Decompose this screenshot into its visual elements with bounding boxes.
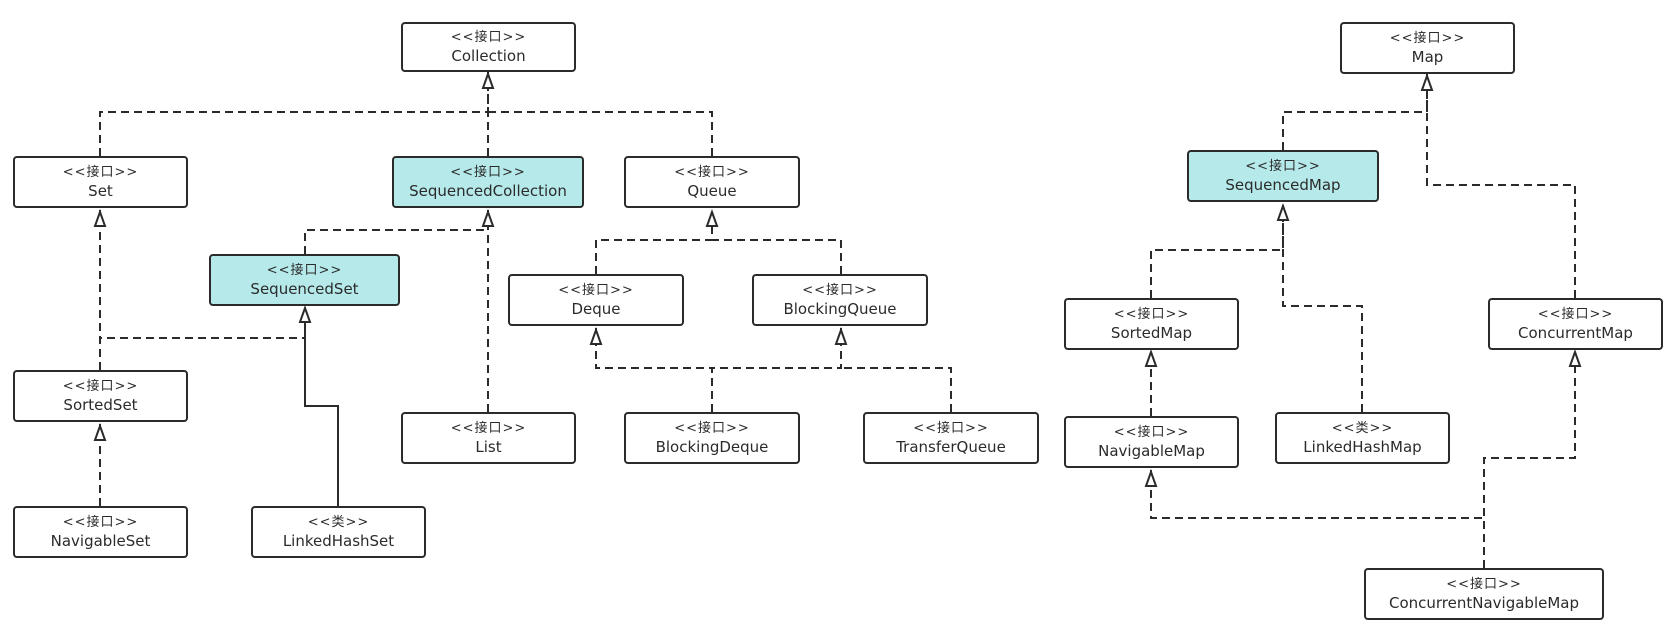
node-navigable-map: <<接口>> NavigableMap bbox=[1064, 416, 1239, 468]
node-navigable-set: <<接口>> NavigableSet bbox=[13, 506, 188, 558]
arrowhead-bq bbox=[834, 327, 848, 345]
interface-name: Deque bbox=[571, 300, 621, 318]
stereotype-label: <<类>> bbox=[307, 515, 370, 530]
node-sorted-map: <<接口>> SortedMap bbox=[1064, 298, 1239, 350]
arrowhead-navmap bbox=[1144, 469, 1158, 487]
edge-bdeque-bq bbox=[711, 328, 842, 412]
stereotype-label: <<接口>> bbox=[62, 515, 139, 530]
interface-name: TransferQueue bbox=[896, 438, 1006, 456]
stereotype-label: <<接口>> bbox=[450, 165, 526, 180]
interface-name: Queue bbox=[687, 182, 737, 200]
arrowhead-collection bbox=[481, 71, 495, 89]
node-concurrent-map: <<接口>> ConcurrentMap bbox=[1488, 298, 1663, 350]
node-blocking-queue: <<接口>> BlockingQueue bbox=[752, 274, 928, 326]
stereotype-label: <<接口>> bbox=[558, 283, 634, 298]
arrowhead-deque bbox=[589, 327, 603, 345]
interface-name: ConcurrentMap bbox=[1518, 324, 1633, 342]
arrowhead-seqcoll bbox=[481, 209, 495, 227]
node-deque: <<接口>> Deque bbox=[508, 274, 684, 326]
interface-name: SequencedSet bbox=[250, 280, 359, 298]
interface-name: NavigableSet bbox=[50, 532, 151, 550]
edge-lhs-seqset bbox=[304, 308, 339, 506]
interface-name: NavigableMap bbox=[1098, 442, 1205, 460]
edge-tq-bq bbox=[841, 367, 952, 412]
edge-concmap-map bbox=[1426, 74, 1576, 298]
node-sequenced-collection: <<接口>> SequencedCollection bbox=[392, 156, 584, 208]
arrowhead-seqset bbox=[298, 305, 312, 323]
node-linked-hash-set: <<类>> LinkedHashSet bbox=[251, 506, 426, 558]
node-blocking-deque: <<接口>> BlockingDeque bbox=[624, 412, 800, 464]
node-sorted-set: <<接口>> SortedSet bbox=[13, 370, 188, 422]
interface-name: SequencedCollection bbox=[409, 182, 567, 200]
edge-lhm-seqmap bbox=[1282, 205, 1363, 412]
node-transfer-queue: <<接口>> TransferQueue bbox=[863, 412, 1039, 464]
stereotype-label: <<接口>> bbox=[674, 421, 750, 436]
stereotype-label: <<接口>> bbox=[266, 263, 343, 278]
interface-name: ConcurrentNavigableMap bbox=[1388, 594, 1579, 612]
node-sequenced-set: <<接口>> SequencedSet bbox=[209, 254, 400, 306]
arrowhead-map bbox=[1420, 73, 1434, 91]
class-name: LinkedHashMap bbox=[1303, 438, 1422, 456]
interface-name: BlockingQueue bbox=[783, 300, 897, 318]
node-list: <<接口>> List bbox=[401, 412, 576, 464]
interface-name: Map bbox=[1411, 48, 1444, 66]
stereotype-label: <<接口>> bbox=[1113, 307, 1190, 322]
edge-seqset-seqcoll bbox=[304, 210, 489, 254]
node-set: <<接口>> Set bbox=[13, 156, 188, 208]
edge-queue-collection bbox=[488, 111, 713, 156]
interface-name: SortedMap bbox=[1110, 324, 1193, 342]
interface-name: SequencedMap bbox=[1225, 176, 1341, 194]
stereotype-label: <<接口>> bbox=[913, 421, 989, 436]
stereotype-label: <<接口>> bbox=[1113, 425, 1190, 440]
stereotype-label: <<接口>> bbox=[674, 165, 750, 180]
stereotype-label: <<接口>> bbox=[62, 165, 139, 180]
edge-bdeque-deque bbox=[595, 328, 713, 412]
arrowhead-queue bbox=[705, 209, 719, 227]
stereotype-label: <<接口>> bbox=[1245, 159, 1321, 174]
node-sequenced-map: <<接口>> SequencedMap bbox=[1187, 150, 1379, 202]
edge-cnm-navmap bbox=[1150, 470, 1485, 568]
stereotype-label: <<接口>> bbox=[802, 283, 878, 298]
node-map: <<接口>> Map bbox=[1340, 22, 1515, 74]
stereotype-label: <<接口>> bbox=[62, 379, 139, 394]
interface-name: BlockingDeque bbox=[655, 438, 769, 456]
class-name: LinkedHashSet bbox=[282, 532, 395, 550]
arrowhead-sortedset bbox=[93, 423, 107, 441]
arrowhead-concmap bbox=[1568, 349, 1582, 367]
arrowhead-seqmap bbox=[1276, 203, 1290, 221]
edge-seqmap-map bbox=[1282, 74, 1428, 150]
node-concurrent-navigable-map: <<接口>> ConcurrentNavigableMap bbox=[1364, 568, 1604, 620]
edge-deque-queue bbox=[595, 210, 713, 274]
interface-name: List bbox=[475, 438, 502, 456]
interface-name: Collection bbox=[451, 47, 526, 65]
node-linked-hash-map: <<类>> LinkedHashMap bbox=[1275, 412, 1450, 464]
stereotype-label: <<接口>> bbox=[1389, 31, 1466, 46]
interface-name: SortedSet bbox=[63, 396, 138, 414]
stereotype-label: <<接口>> bbox=[450, 30, 527, 45]
stereotype-label: <<接口>> bbox=[1537, 307, 1614, 322]
edge-sortedset-seqset bbox=[99, 337, 305, 370]
stereotype-label: <<接口>> bbox=[1446, 577, 1522, 592]
node-collection: <<接口>> Collection bbox=[401, 22, 576, 72]
node-queue: <<接口>> Queue bbox=[624, 156, 800, 208]
edge-sortedmap-seqmap bbox=[1150, 205, 1284, 298]
interface-name: Set bbox=[88, 182, 113, 200]
edge-set-collection bbox=[99, 72, 489, 156]
edge-cnm-concmap bbox=[1483, 352, 1576, 568]
arrowhead-set bbox=[93, 209, 107, 227]
stereotype-label: <<接口>> bbox=[450, 421, 527, 436]
stereotype-label: <<类>> bbox=[1331, 421, 1394, 436]
edge-bq-queue bbox=[712, 239, 842, 274]
arrowhead-sortedmap bbox=[1144, 349, 1158, 367]
